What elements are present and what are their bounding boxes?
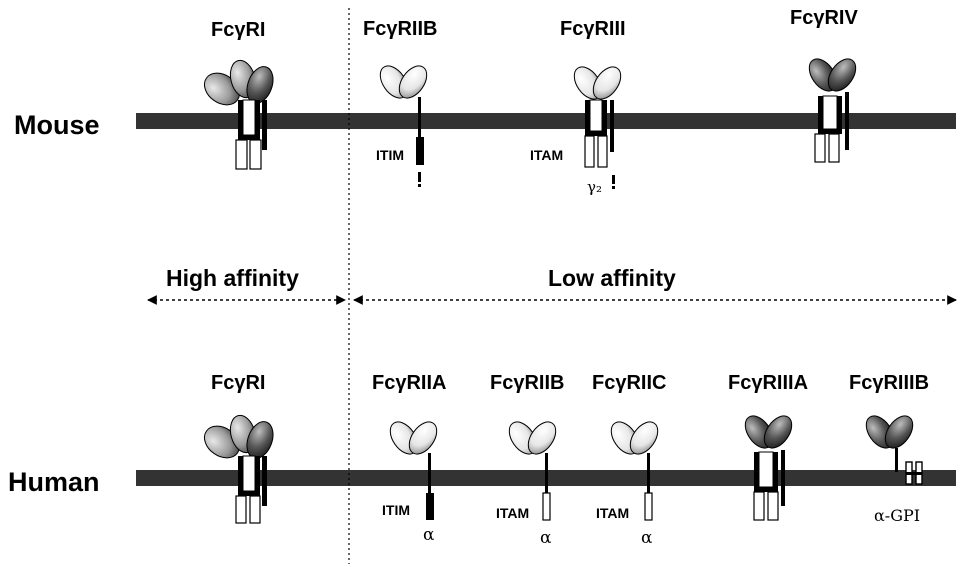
human-fcgriib-label: FcγRIIB (490, 372, 564, 394)
human-fcgriic-motif: ITAM (596, 505, 629, 521)
mouse-membrane (136, 113, 956, 129)
mouse-fcgriv-receptor (808, 58, 857, 163)
human-fcgriiia-label: FcγRIIIA (728, 372, 808, 394)
high-affinity-label: High affinity (166, 265, 299, 291)
mouse-fcgri-label: FcγRI (211, 19, 265, 41)
mouse-label: Mouse (14, 110, 100, 140)
mouse-fcgriib-receptor (379, 65, 428, 187)
human-fcgriiib-chain: α-GPI (874, 506, 920, 525)
human-fcgriib-motif: ITAM (496, 505, 529, 521)
human-fcgriia-chain: α (423, 525, 435, 545)
mouse-fcgriib-label: FcγRIIB (363, 18, 437, 40)
human-fcgriic-receptor (610, 421, 659, 521)
mouse-fcgriii-gamma2: γ₂ (587, 178, 602, 196)
human-fcgriiib-receptor (865, 415, 923, 485)
human-fcgriia-motif: ITIM (382, 502, 410, 518)
low-affinity-label: Low affinity (548, 265, 676, 291)
human-fcgriib-chain: α (540, 528, 552, 548)
mouse-fcgriii-receptor (573, 66, 622, 189)
human-fcgriia-label: FcγRIIA (372, 372, 446, 394)
human-fcgriib-receptor (508, 421, 557, 521)
mouse-fcgriii-label: FcγRIII (560, 18, 626, 40)
mouse-fcgriv-label: FcγRIV (790, 7, 858, 29)
human-fcgriia-receptor (389, 421, 438, 520)
human-fcgriiia-receptor (744, 415, 793, 521)
human-fcgriiib-label: FcγRIIIB (849, 372, 929, 394)
human-label: Human (8, 467, 100, 497)
mouse-fcgriib-motif: ITIM (376, 147, 404, 163)
human-fcgriic-chain: α (641, 528, 653, 548)
mouse-fcgriii-motif: ITAM (530, 147, 563, 163)
mouse-fcgri-receptor (203, 59, 274, 170)
human-fcgri-receptor (203, 414, 274, 524)
human-fcgri-label: FcγRI (211, 372, 265, 394)
human-fcgriic-label: FcγRIIC (592, 372, 666, 394)
